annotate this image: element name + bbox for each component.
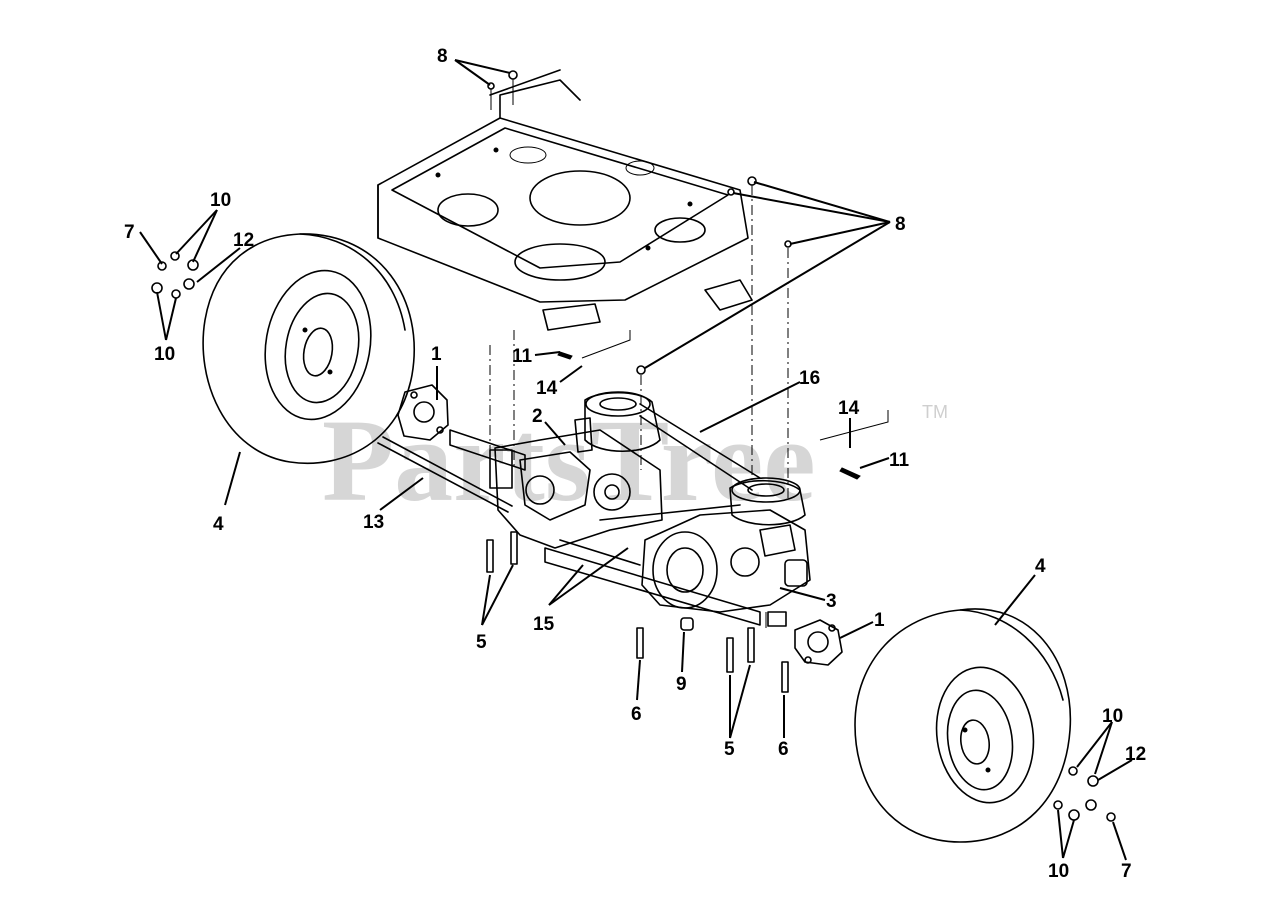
callout-1-left: 1 — [431, 344, 442, 365]
callout-14-left: 14 — [536, 378, 558, 399]
drive-belt — [599, 403, 761, 521]
right-wheel — [854, 608, 1072, 843]
callout-7-left: 7 — [124, 222, 135, 243]
callout-12-right: 12 — [1125, 744, 1146, 765]
callout-10-right-top: 10 — [1102, 706, 1123, 727]
callout-5-left: 5 — [476, 632, 487, 653]
callout-5-right: 5 — [724, 739, 735, 760]
watermark-text: PartsTree — [322, 395, 816, 526]
callout-11-left: 11 — [512, 346, 533, 367]
callout-labels: 8 8 7 10 12 10 1 11 14 16 2 14 11 4 13 5… — [124, 46, 1146, 882]
watermark-trademark: TM — [922, 402, 948, 422]
callout-13: 13 — [363, 512, 384, 533]
callout-11-right: 11 — [889, 450, 910, 471]
right-wheel-hub — [794, 619, 843, 666]
callout-9: 9 — [676, 674, 687, 695]
assembly-lines — [489, 185, 789, 500]
callout-1-right: 1 — [874, 610, 885, 631]
callout-12-left: 12 — [233, 230, 254, 251]
mounting-bolts — [486, 531, 789, 693]
callout-10-left-top: 10 — [210, 190, 231, 211]
left-wheel — [202, 233, 416, 464]
callout-4-left: 4 — [213, 514, 224, 535]
callout-10-right-bottom: 10 — [1048, 861, 1069, 882]
callout-14-right: 14 — [838, 398, 860, 419]
right-wheel-hardware — [1053, 766, 1116, 822]
callout-6-left: 6 — [631, 704, 642, 725]
left-transmission — [489, 391, 663, 549]
callout-7-right: 7 — [1121, 861, 1132, 882]
callout-8-right: 8 — [895, 214, 906, 235]
spring-pins — [557, 330, 889, 480]
axle-rod — [377, 429, 761, 626]
callout-16: 16 — [799, 368, 820, 389]
callout-2: 2 — [532, 406, 543, 427]
frame-plate — [377, 69, 753, 331]
callout-8-top: 8 — [437, 46, 448, 67]
callout-3: 3 — [826, 591, 837, 612]
callout-4-right: 4 — [1035, 556, 1046, 577]
callout-6-right: 6 — [778, 739, 789, 760]
right-transmission — [641, 477, 811, 613]
left-wheel-hub — [397, 384, 449, 441]
leader-lines — [139, 59, 1133, 861]
callout-15: 15 — [533, 614, 555, 635]
callout-10-left-bottom: 10 — [154, 344, 175, 365]
